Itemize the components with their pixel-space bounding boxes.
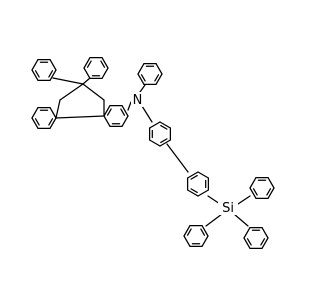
biphenyl-ring-2-double-bond — [190, 188, 198, 194]
fluorene-left-ring-edge — [31, 106, 39, 119]
si-phenyl-bottom-ring-double-bond — [260, 238, 266, 246]
fluorene-left-ring-double-bond — [34, 118, 40, 126]
si-phenyl-bottom-ring-edge — [243, 226, 251, 239]
si-phenyl-left-ring-double-bond — [186, 228, 192, 236]
c9-phenyl-left-ring-edge — [31, 69, 39, 82]
n-phenyl-ring-edge — [137, 73, 145, 86]
nitrogen-atom-label: N — [133, 93, 143, 108]
fluorene-right-ring-double-bond — [120, 108, 126, 116]
n-phenyl-ring-double-bond — [154, 74, 160, 82]
nitrogen-biphenyl-bond — [141, 105, 153, 123]
si-phenyl-bottom-ring-edge — [261, 226, 269, 239]
c9-phenyl-right-ring-edge — [101, 67, 109, 80]
c9-phenyl-right-ring-double-bond — [100, 60, 106, 68]
biphenyl-link-bond — [166, 143, 189, 173]
biphenyl-ring-2-double-bond — [190, 174, 198, 180]
si-phenyl-right-ring-edge — [267, 176, 275, 189]
fluorene-right-ring-edge — [103, 115, 111, 128]
bond-layer — [31, 56, 275, 250]
fluorene-biaryl-bond — [55, 115, 105, 119]
biphenyl-ring-1-double-bond — [160, 124, 168, 130]
fluorene-right-ring-edge — [121, 115, 129, 128]
si-phenyl-right-ring-double-bond — [266, 188, 272, 196]
fluorene-left-ring-edge — [49, 106, 57, 119]
fluorene-right-ring-edge — [103, 104, 111, 117]
si-phenyl-bottom-ring-double-bond — [246, 238, 252, 246]
biphenyl-ring-2-edge — [186, 189, 199, 197]
c9-phenyl-left-bond — [52, 77, 84, 85]
fluorene-left-ring-edge — [31, 117, 39, 130]
n-phenyl-ring-edge — [137, 62, 145, 75]
si-phenyl-left-ring-edge — [201, 224, 209, 237]
si-phenyl-left-ring-edge — [201, 235, 209, 248]
fluorene-right-ring-edge — [121, 104, 129, 117]
biphenyl-ring-1-edge — [148, 139, 161, 147]
si-phenyl-bottom-ring-edge — [243, 237, 251, 250]
si-phenyl-left-ring-edge — [183, 235, 191, 248]
fluorene-c9-bond — [59, 83, 84, 101]
biphenyl-ring-1-edge — [148, 121, 161, 129]
c9-phenyl-left-ring-edge — [31, 58, 39, 71]
c9-phenyl-right-ring-edge — [83, 56, 91, 69]
biphenyl-ring-1-edge — [159, 121, 172, 129]
silicon-phenyl-left-bond — [205, 213, 223, 227]
c9-phenyl-left-ring-double-bond — [34, 70, 40, 78]
molecule-drawing: N Si — [31, 56, 275, 250]
si-phenyl-right-ring-double-bond — [252, 188, 258, 196]
c9-phenyl-left-ring-edge — [49, 69, 57, 82]
fluorene-c9-bond — [82, 83, 105, 101]
silicon-label-background — [218, 200, 238, 215]
fluorene-right-ring-double-bond — [106, 108, 112, 116]
si-phenyl-left-ring-edge — [183, 224, 191, 237]
c9-phenyl-right-ring-edge — [83, 67, 91, 80]
biphenyl-ring-1-double-bond — [160, 138, 168, 144]
n-phenyl-ring-double-bond — [140, 74, 146, 82]
fluorene-five-ring-edge — [55, 99, 61, 119]
biphenyl-ring-1-edge — [159, 139, 172, 147]
nitrogen-label-background — [131, 92, 144, 107]
biphenyl-ring-2-edge — [197, 171, 210, 179]
silicon-atom-label: Si — [222, 201, 234, 216]
si-phenyl-right-ring-edge — [249, 176, 257, 189]
c9-phenyl-left-ring-edge — [49, 58, 57, 71]
nitrogen-phenyl-bond — [139, 84, 146, 93]
si-phenyl-bottom-ring-edge — [261, 237, 269, 250]
c9-phenyl-right-ring-double-bond — [86, 60, 92, 68]
c9-phenyl-right-bond — [82, 77, 91, 85]
atom-label-layer: N Si — [131, 92, 238, 216]
c9-phenyl-right-ring-edge — [101, 56, 109, 69]
molecule-diagram: N Si — [31, 56, 275, 250]
n-phenyl-ring-edge — [155, 62, 163, 75]
silicon-phenyl-right-bond — [237, 195, 251, 205]
fluorene-left-ring-double-bond — [48, 118, 54, 126]
si-phenyl-right-ring-edge — [249, 187, 257, 200]
biphenyl-ring-2-edge — [197, 189, 210, 197]
si-phenyl-left-ring-double-bond — [200, 228, 206, 236]
si-phenyl-right-ring-edge — [267, 187, 275, 200]
fluorene-left-ring-edge — [49, 117, 57, 130]
c9-phenyl-left-ring-double-bond — [48, 70, 54, 78]
biphenyl-ring-2-edge — [186, 171, 199, 179]
fluorene-nitrogen-bond — [127, 101, 132, 111]
n-phenyl-ring-edge — [155, 73, 163, 86]
silicon-phenyl-bottom-bond — [233, 213, 249, 227]
